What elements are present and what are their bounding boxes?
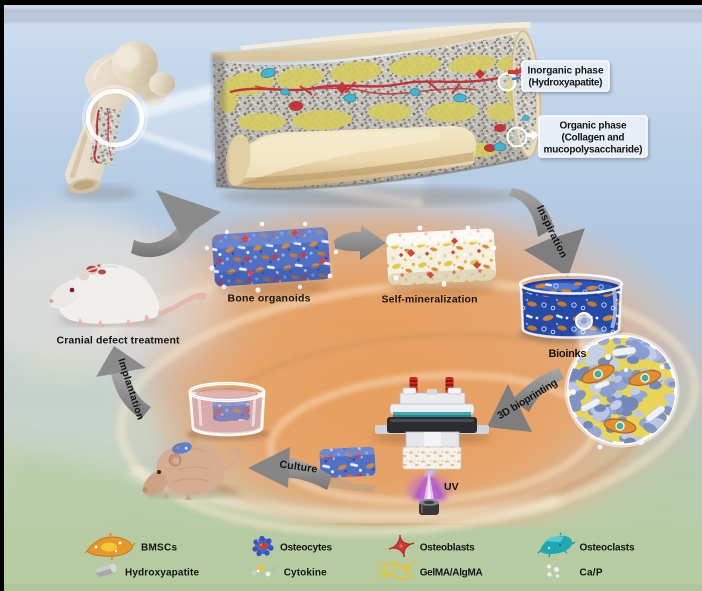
svg-text:Self-mineralization: Self-mineralization (382, 294, 478, 306)
svg-text:Ca/P: Ca/P (580, 568, 603, 579)
svg-text:Organic phase: Organic phase (560, 121, 627, 132)
svg-text:Osteoclasts: Osteoclasts (580, 543, 635, 554)
svg-text:Osteocytes: Osteocytes (280, 543, 332, 554)
svg-text:Bioinks: Bioinks (549, 348, 587, 360)
svg-text:Cytokine: Cytokine (284, 568, 327, 579)
svg-text:UV: UV (444, 481, 459, 493)
svg-text:Culture: Culture (279, 458, 318, 475)
svg-text:Bone organoids: Bone organoids (228, 293, 311, 305)
svg-text:Cranial defect treatment: Cranial defect treatment (57, 335, 181, 347)
svg-text:Osteoblasts: Osteoblasts (420, 543, 475, 554)
svg-text:Hydroxyapatite: Hydroxyapatite (125, 568, 199, 579)
svg-text:Inorganic phase: Inorganic phase (528, 66, 604, 77)
svg-text:mucopolysaccharide): mucopolysaccharide) (544, 145, 643, 156)
svg-text:BMSCs: BMSCs (141, 543, 177, 554)
svg-text:(Collagen and: (Collagen and (562, 133, 625, 144)
svg-text:(Hydroxyapatite): (Hydroxyapatite) (529, 78, 603, 89)
svg-text:GelMA/AlgMA: GelMA/AlgMA (420, 568, 483, 579)
